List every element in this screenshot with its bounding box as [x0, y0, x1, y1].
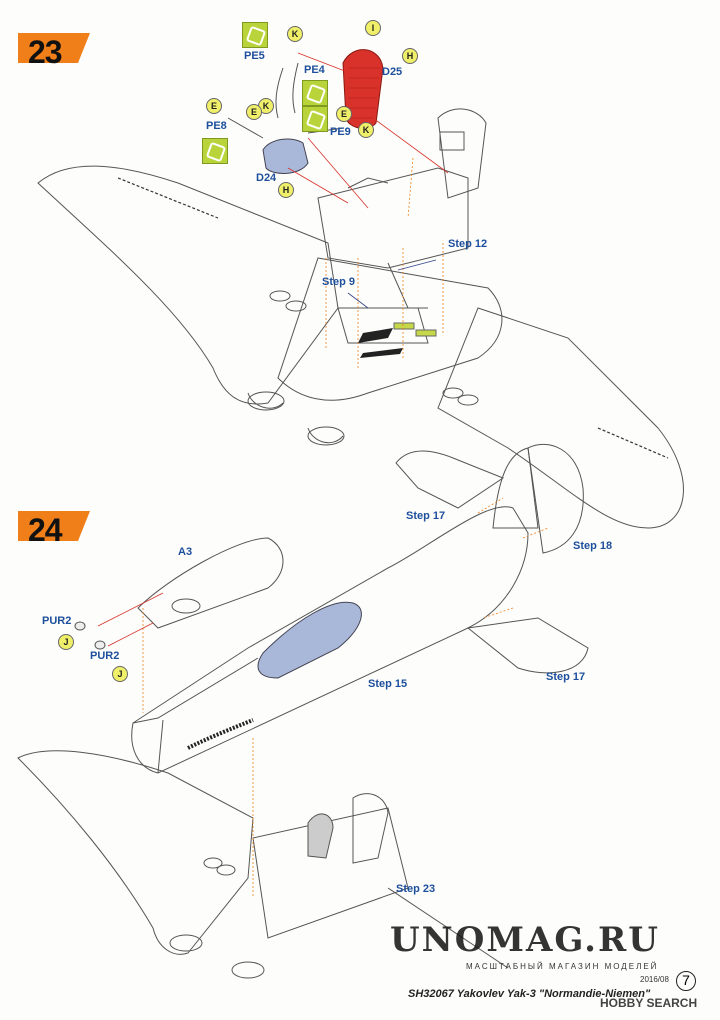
- seat-d24: [262, 138, 309, 174]
- part-label-pe8: PE8: [206, 120, 227, 132]
- exhaust-stubs: [187, 718, 254, 750]
- step-ref-17: Step 17: [406, 510, 446, 522]
- marker-k: K: [358, 122, 374, 138]
- part-label-pur2: PUR2: [42, 615, 72, 627]
- step-ref-18: Step 18: [573, 540, 613, 552]
- step24-badge-shape: [18, 511, 90, 541]
- step-ref-23: Step 23: [396, 883, 436, 895]
- stabilizer-lower: [466, 617, 589, 674]
- vertical-fin: [492, 447, 539, 529]
- seat-cushion-d25: [342, 49, 384, 129]
- part-label-pe4: PE4: [304, 64, 325, 76]
- part-label-pur2: PUR2: [90, 650, 120, 662]
- step-number: 23: [28, 34, 63, 70]
- watermark-logo: UNOMAG.RU: [390, 920, 660, 960]
- step23-badge-shape: [18, 33, 90, 63]
- instruction-page: 23 24 PE5 PE4 PE8 PE9 D25 D24 Step 12 St…: [8, 8, 700, 1010]
- belt-pe5: [275, 67, 284, 119]
- step-ref-12: Step 12: [448, 238, 488, 250]
- photoetch-icon: [302, 106, 328, 132]
- step23-fuselage-center: [277, 257, 503, 401]
- hobby-search-logo: HOBBY SEARCH: [600, 996, 698, 1010]
- print-date: 2016/08: [640, 975, 669, 984]
- marker-i: I: [365, 20, 381, 36]
- photoetch-icon: [302, 80, 328, 106]
- watermark-subtitle: МАСШТАБНЫЙ МАГАЗИН МОДЕЛЕЙ: [466, 962, 659, 971]
- assembly-drawings: [17, 33, 684, 979]
- marker-e: E: [246, 104, 262, 120]
- cockpit-seat-back: [307, 813, 334, 859]
- marker-j: J: [112, 666, 128, 682]
- step24-left-wing: [17, 750, 254, 955]
- step-23-badge: 23: [18, 32, 100, 72]
- marker-j: J: [58, 634, 74, 650]
- page-number: 7: [676, 971, 696, 991]
- step23-right-wing: [437, 307, 684, 529]
- rudder: [527, 443, 584, 554]
- marker-h: H: [402, 48, 418, 64]
- step-ref-15: Step 15: [368, 678, 408, 690]
- cowling-a3: [137, 537, 284, 629]
- step-ref-17: Step 17: [546, 671, 586, 683]
- step-24-badge: 24: [18, 510, 100, 550]
- part-label-pe5: PE5: [244, 50, 265, 62]
- belt-pe8: [227, 117, 264, 139]
- marker-k: K: [287, 26, 303, 42]
- step-number: 24: [28, 512, 63, 548]
- marker-h: H: [278, 182, 294, 198]
- stabilizer-upper: [395, 450, 505, 509]
- marker-e: E: [336, 106, 352, 122]
- part-label-a3: A3: [178, 546, 193, 558]
- part-label-d24: D24: [256, 172, 277, 184]
- footer-title: SH32067 Yakovlev Yak-3 "Normandie-Niemen…: [408, 988, 651, 1000]
- photoetch-icon: [242, 22, 268, 48]
- canopy-opening: [257, 601, 362, 679]
- photoetch-icon: [202, 138, 228, 164]
- step-ref-9: Step 9: [322, 276, 356, 288]
- part-label-d25: D25: [382, 66, 403, 78]
- part-label-pe9: PE9: [330, 126, 351, 138]
- marker-e: E: [206, 98, 222, 114]
- step23-left-wing: [37, 165, 339, 405]
- cockpit-tub: [317, 167, 469, 269]
